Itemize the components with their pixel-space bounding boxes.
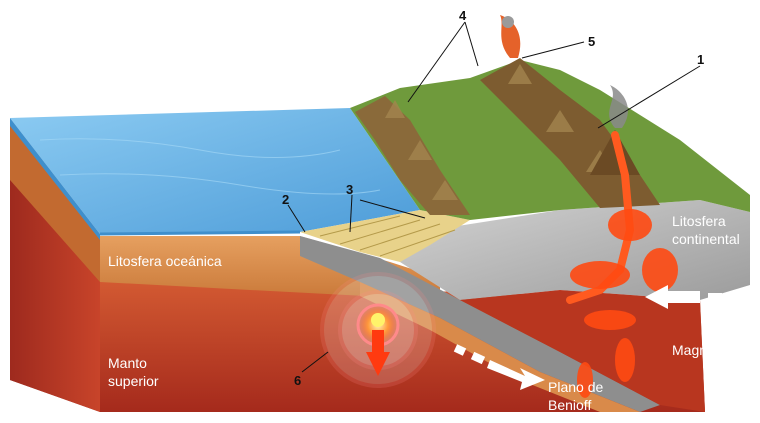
callout-6: 6 (294, 373, 301, 388)
volcano-smoke (609, 85, 629, 128)
slab-crust (360, 282, 640, 412)
label-continental-lithosphere-1: Litosfera (672, 213, 726, 229)
callout-5: 5 (588, 34, 595, 49)
magma-body (570, 209, 678, 398)
callout-2: 2 (282, 192, 289, 207)
subducting-slab (300, 236, 660, 412)
benioff-arrow (453, 344, 545, 390)
oceanic-crust-left (10, 122, 100, 282)
continental-push-arrow (645, 285, 738, 309)
earthquake-focus (320, 272, 436, 388)
label-benioff-2: Benioff (548, 397, 591, 413)
callout-1: 1 (697, 52, 704, 67)
label-benioff-1: Plano de (548, 379, 603, 395)
callout-3: 3 (346, 182, 353, 197)
label-continental-lithosphere-2: continental (672, 231, 740, 247)
ocean-front-edge (10, 118, 100, 240)
eruption-ash (502, 16, 514, 28)
mantle-right (460, 290, 705, 412)
volcano (590, 130, 640, 175)
label-magma: Magma (672, 342, 719, 358)
accretionary-wedge (300, 210, 470, 262)
magma-conduit (566, 131, 635, 304)
label-upper-mantle-2: superior (108, 373, 159, 389)
label-oceanic-lithosphere: Litosfera oceánica (108, 253, 222, 269)
mantle-left (10, 180, 100, 412)
callout-4: 4 (459, 8, 467, 23)
label-upper-mantle-1: Manto (108, 355, 147, 371)
